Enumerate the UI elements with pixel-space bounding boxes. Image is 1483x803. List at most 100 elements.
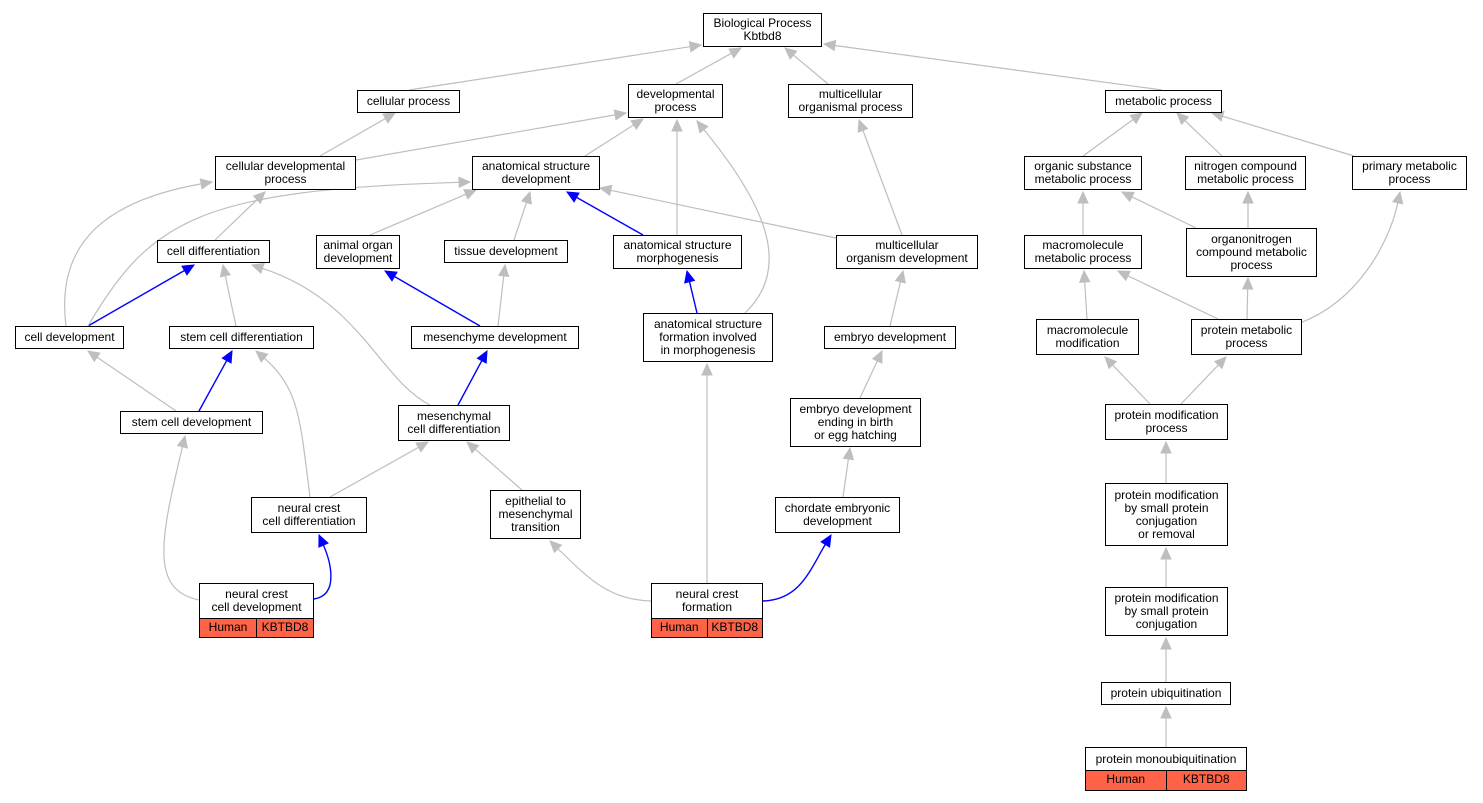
arrowhead (565, 191, 580, 203)
node-macromolecule-modification[interactable]: macromolecule modification (1036, 319, 1139, 355)
annotation-neural-crest-cell-development: Human KBTBD8 (199, 619, 314, 638)
edge-ncdiff-to-mescell (329, 441, 430, 498)
edge-cellular-to-bp (408, 41, 703, 91)
species-label: Human (200, 619, 256, 637)
node-metabolic-process[interactable]: metabolic process (1105, 90, 1222, 113)
arrowhead (255, 350, 269, 363)
node-anatomical-structure-morphogenesis[interactable]: anatomical structure morphogenesis (613, 235, 742, 269)
edge-celldev-to-celldevproc (64, 178, 214, 327)
node-embryo-development-ending[interactable]: embryo development ending in birth or eg… (790, 398, 921, 447)
node-protein-ubiquitination[interactable]: protein ubiquitination (1101, 682, 1231, 705)
edge-embryo-to-multiorgdev (889, 269, 906, 327)
node-protein-modification-small-protein-conjugation-or-removal[interactable]: protein modification by small protein co… (1105, 483, 1228, 546)
species-label: Human (652, 619, 707, 637)
node-protein-monoubiquitination[interactable]: protein monoubiquitination (1085, 747, 1247, 771)
node-neural-crest-cell-development[interactable]: neural crest cell development (199, 583, 314, 619)
arrowhead (613, 109, 628, 121)
edge-smallconjrem-to-protmod (1160, 440, 1172, 483)
node-organic-substance-metabolic-process[interactable]: organic substance metabolic process (1024, 156, 1142, 190)
arrowhead (842, 446, 855, 461)
arrowhead (1078, 269, 1091, 283)
edge-celldev-to-asd (87, 176, 472, 327)
node-cell-differentiation[interactable]: cell differentiation (157, 240, 270, 263)
arrowhead (250, 263, 265, 274)
edge-mescell-to-mesdev (457, 349, 488, 406)
edge-orgsub-to-metabolic (1082, 112, 1143, 157)
node-developmental-process[interactable]: developmental process (628, 84, 723, 118)
node-animal-organ-development[interactable]: animal organ development (316, 235, 400, 269)
edge-monoubiq-to-ubiq (1160, 705, 1172, 747)
edge-ncdiff-to-stemdiff (255, 350, 311, 498)
edge-asform-to-morph (684, 269, 698, 314)
node-stem-cell-development[interactable]: stem cell development (120, 411, 263, 434)
node-chordate-embryonic-development[interactable]: chordate embryonic development (775, 497, 900, 533)
edge-celldev-to-celldiff (87, 264, 196, 327)
node-neural-crest-cell-differentiation[interactable]: neural crest cell differentiation (251, 497, 367, 533)
node-stem-cell-differentiation[interactable]: stem cell differentiation (169, 326, 314, 349)
edge-ncform-to-emt (549, 540, 652, 602)
node-protein-metabolic-process[interactable]: protein metabolic process (1191, 319, 1302, 355)
arrowhead (701, 362, 713, 376)
arrowhead (1213, 356, 1227, 370)
edge-protmet-to-primary (1299, 190, 1404, 324)
arrowhead (1160, 440, 1172, 454)
node-protein-modification-process[interactable]: protein modification process (1105, 404, 1228, 440)
node-nitrogen-compound-metabolic-process[interactable]: nitrogen compound metabolic process (1185, 156, 1306, 190)
edge-mescell-to-celldiff (250, 263, 431, 406)
gene-label: KBTBD8 (256, 619, 313, 637)
node-macromolecule-metabolic-process[interactable]: macromolecule metabolic process (1024, 235, 1142, 269)
edge-ncdev-to-ncdiff (313, 533, 332, 600)
arrowhead (221, 349, 233, 364)
arrowhead (1077, 190, 1089, 204)
edge-organ-to-asd (369, 189, 478, 236)
node-cell-development[interactable]: cell development (15, 326, 124, 349)
node-cellular-developmental-process[interactable]: cellular developmental process (215, 156, 356, 190)
edge-morph-to-asd (565, 191, 644, 236)
arrowhead (549, 540, 563, 554)
edge-stemdev-to-celldev (86, 350, 177, 412)
edge-orgnitro-to-orgsub (1120, 191, 1197, 229)
arrowhead (382, 112, 397, 124)
arrowhead (894, 269, 906, 284)
edge-macromet-to-orgsub (1077, 190, 1089, 235)
edge-celldiff-to-celldevproc (214, 191, 266, 241)
annotation-protein-monoubiquitination: Human KBTBD8 (1085, 771, 1247, 791)
arrowhead (520, 190, 532, 205)
annotation-neural-crest-formation: Human KBTBD8 (651, 619, 763, 638)
edge-protmet-to-orgnitro (1241, 276, 1254, 320)
gene-label: KBTBD8 (706, 619, 762, 637)
node-embryo-development[interactable]: embryo development (824, 326, 956, 349)
node-mesenchymal-cell-differentiation[interactable]: mesenchymal cell differentiation (398, 405, 510, 441)
node-neural-crest-formation[interactable]: neural crest formation (651, 583, 763, 619)
edge-protmod-to-macromod (1104, 356, 1151, 405)
arrowhead (820, 533, 832, 548)
arrowhead (688, 41, 703, 53)
edge-ubiq-to-smallconj (1160, 636, 1172, 682)
node-protein-modification-small-protein-conjugation[interactable]: protein modification by small protein co… (1105, 587, 1228, 636)
edge-devproc-to-bp (675, 47, 743, 85)
node-multicellular-organism-development[interactable]: multicellular organism development (836, 235, 978, 269)
edge-emt-to-mescell (466, 441, 523, 491)
node-cellular-process[interactable]: cellular process (357, 90, 460, 113)
node-biological-process[interactable]: Biological Process Kbtbd8 (703, 13, 822, 47)
node-tissue-development[interactable]: tissue development (444, 240, 568, 263)
node-primary-metabolic-process[interactable]: primary metabolic process (1352, 156, 1467, 190)
node-epithelial-to-mesenchymal-transition[interactable]: epithelial to mesenchymal transition (490, 490, 581, 539)
edge-asform-to-devproc (696, 120, 770, 314)
edge-stemdev-to-stemdiff (198, 349, 233, 412)
edge-mesdev-to-organ (383, 270, 481, 327)
edge-macromod-to-macromet (1078, 269, 1091, 320)
node-anatomical-structure-formation[interactable]: anatomical structure formation involved … (643, 313, 773, 362)
arrowhead (598, 184, 613, 197)
arrowhead (383, 270, 398, 282)
edge-celldevproc-to-devproc (355, 109, 628, 161)
node-mesenchyme-development[interactable]: mesenchyme development (411, 326, 579, 349)
arrowhead (1160, 636, 1172, 650)
arrowhead (630, 118, 645, 131)
arrowhead (181, 264, 196, 276)
arrowhead (684, 269, 696, 284)
node-multicellular-organismal-process[interactable]: multicellular organismal process (788, 84, 913, 118)
node-anatomical-structure-development[interactable]: anatomical structure development (472, 156, 600, 190)
node-organonitrogen-compound-metabolic-process[interactable]: organonitrogen compound metabolic proces… (1186, 228, 1317, 277)
